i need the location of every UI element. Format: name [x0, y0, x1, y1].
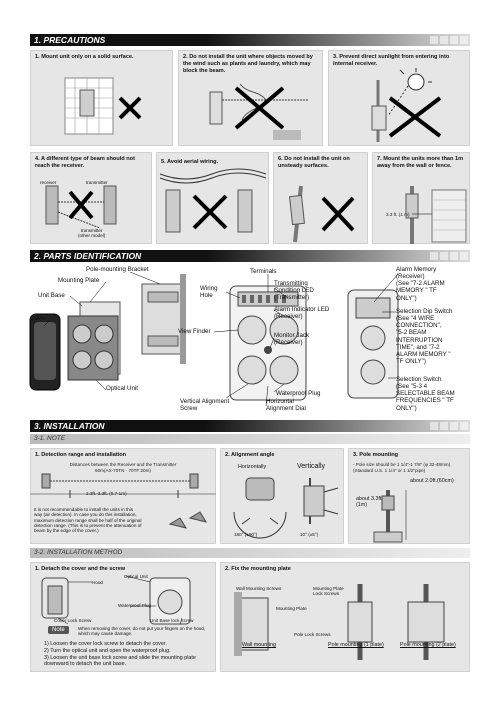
distance-label: 3.3 ft. (1 m) [386, 212, 410, 217]
detach-optical-unit: Optical Unit [124, 574, 148, 579]
cover-label: Cover [30, 315, 47, 322]
precaution-3-illustration [371, 68, 442, 142]
pole-height-2: about 3.3ft. (1m) [356, 496, 383, 509]
detach-cover-lock: Cover Lock Screw [54, 618, 92, 623]
transmitter-label: transmitter [86, 180, 108, 185]
note-badge: Note [48, 626, 69, 634]
parts-title: 2. PARTS IDENTIFICATION [34, 251, 142, 261]
tx-led-label: Transmitting Condition LED (Transmitter) [274, 280, 314, 302]
unit-base-label: Unit Base [38, 292, 65, 299]
method-subheader: 3-2. INSTALLATION METHOD [30, 548, 470, 558]
monitor-jack-label: Monitor Jack (Receiver) [274, 332, 310, 347]
dip-switch-label: Selection Dip Switch (See "4 WIRE CONNEC… [396, 308, 453, 365]
parts-header: 2. PARTS IDENTIFICATION [30, 250, 470, 262]
detection-note: It is not recommendable to install the u… [34, 507, 142, 534]
horizontal-dial-label: Horizontal Alignment Dial [266, 398, 306, 413]
precautions-title: 1. PRECAUTIONS [34, 35, 106, 45]
plate-label: Mounting Plate [276, 606, 307, 611]
receiver-label: receiver [40, 180, 57, 185]
alignment-illustration [233, 477, 339, 539]
pole-mounting-2-label: Pole mounting (2 plate) [400, 642, 456, 648]
detach-waterproof-plug: Waterproof Plug [118, 603, 152, 608]
detach-note-text: When removing the cover, do not put your… [78, 626, 206, 637]
fix-illustration [234, 584, 445, 660]
wiring-hole-label: Wiring Hole [200, 285, 218, 300]
pole-illustration [373, 490, 407, 543]
selection-switch-label: Selection Switch (See "5-3 4 SELECTABLE … [396, 376, 455, 412]
pole-bracket-label: Pole-mounting Bracket [86, 266, 149, 273]
waterproof-plug-label: Waterproof Plug [276, 390, 321, 397]
horizontally-label: Horizontally [238, 464, 267, 470]
precaution-4-illustration [45, 185, 117, 229]
detection-illustration [30, 473, 216, 529]
precautions-header: 1. PRECAUTIONS [30, 34, 470, 46]
vertically-label: Vertically [297, 463, 326, 470]
precaution-5-illustration [159, 168, 267, 233]
wall-mounting-label: Wall mounting [242, 642, 276, 648]
detach-base-lock: Unit Base lock Screw [150, 618, 194, 623]
detach-illustration [41, 575, 191, 625]
v-degree-label: 10° (±5°) [300, 532, 319, 537]
view-finder-label: View Finder [178, 328, 211, 335]
detach-step-2: 2) Turn the optical unit and open the wa… [44, 648, 171, 654]
precaution-7-illustration [405, 186, 467, 244]
pole-height-1: about 2.0ft.(60cm) [410, 478, 454, 484]
alarm-led-label: Alarm Indicator LED (Receiver) [274, 306, 330, 321]
installation-header: 3. INSTALLATION [30, 420, 470, 432]
note-subheader: 3-1. NOTE [30, 434, 470, 444]
optical-unit-label: Optical Unit [106, 385, 138, 392]
pole-panel: 3. Pole mounting - Pole size should be 1… [348, 448, 470, 544]
pole-lock-label: Pole Lock Screws [294, 632, 331, 637]
precaution-6-illustration [289, 185, 355, 243]
other-model-label: transmitter (other model) [78, 228, 106, 239]
mounting-plate-label: Mounting Plate [58, 277, 100, 284]
vertical-screw-label: Vertical Alignment Screw [180, 398, 230, 413]
h-degree-label: 180° (±90°) [234, 532, 258, 537]
alarm-memory-label: Alarm Memory (Receiver) (See "7-2 ALARM … [396, 266, 445, 302]
precaution-2-illustration [209, 83, 308, 140]
detach-step-1: 1) Loosen the cover lock screw to detach… [44, 641, 167, 647]
installation-title: 3. INSTALLATION [34, 421, 105, 431]
plate-lock-label: Mounting Plate Lock Screws [313, 586, 344, 597]
wall-screws-label: Wall Mounting Screws [236, 586, 282, 591]
detach-step-3: 3) Loosen the unit base lock screw and s… [44, 655, 196, 668]
pole-mounting-1-label: Pole mounting (1 plate) [328, 642, 384, 648]
precaution-1-illustration [64, 77, 142, 135]
terminals-label: Terminals [250, 268, 277, 275]
detection-range-label: 2.3ft.-3.3ft. (0.7-1m) [86, 491, 127, 496]
parts-illustration [29, 271, 399, 407]
detach-hood: Hood [92, 580, 103, 585]
